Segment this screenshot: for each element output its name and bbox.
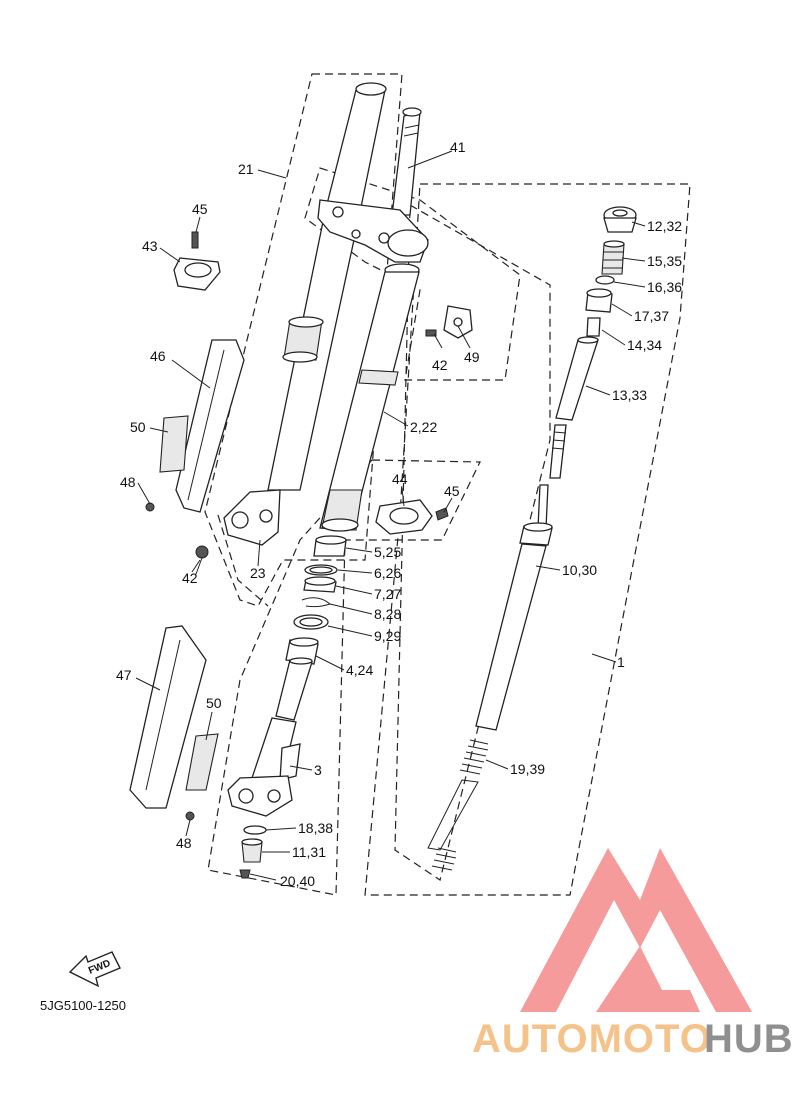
callout-42-lower: 42 xyxy=(182,570,198,586)
callout-12-32: 12,32 xyxy=(647,218,682,234)
bracket-49 xyxy=(425,305,473,339)
callout-13-33: 13,33 xyxy=(612,387,647,403)
callout-44: 44 xyxy=(392,471,408,487)
callout-50-lower: 50 xyxy=(206,695,222,711)
bolt-42 xyxy=(195,545,209,575)
callout-8-28: 8,28 xyxy=(374,606,401,622)
watermark-logo-icon xyxy=(520,848,752,1012)
cap-bolt-parts xyxy=(555,206,637,421)
outer-tube-group-boundary xyxy=(204,73,403,607)
callout-50-upper: 50 xyxy=(130,419,146,435)
callout-15-35: 15,35 xyxy=(647,253,682,269)
callout-43: 43 xyxy=(142,238,158,254)
callout-4-24: 4,24 xyxy=(346,662,373,678)
seal-stack xyxy=(285,535,347,665)
callout-17-37: 17,37 xyxy=(634,308,669,324)
forward-arrow-icon: FWD xyxy=(68,951,121,988)
callout-42-upper: 42 xyxy=(432,357,448,373)
outer-tube xyxy=(223,82,387,546)
callout-18-38: 18,38 xyxy=(298,820,333,836)
callout-19-39: 19,39 xyxy=(510,761,545,777)
callout-48-lower: 48 xyxy=(176,835,192,851)
callout-46: 46 xyxy=(150,348,166,364)
inner-tube-group-boundary xyxy=(207,459,481,896)
watermark-text-hub: HUB xyxy=(704,1017,794,1061)
callout-6-26: 6,26 xyxy=(374,565,401,581)
callout-16-36: 16,36 xyxy=(647,279,682,295)
callout-2-22: 2,22 xyxy=(410,419,437,435)
callout-48-upper: 48 xyxy=(120,474,136,490)
callout-11-31: 11,31 xyxy=(292,844,326,860)
leader-lines xyxy=(135,150,646,881)
hose-clamp-44 xyxy=(375,499,449,535)
callout-7-27: 7,27 xyxy=(374,586,401,602)
callout-21: 21 xyxy=(238,161,254,177)
callout-45-upper: 45 xyxy=(192,201,208,217)
callout-1: 1 xyxy=(617,654,625,670)
fork-guard-lower xyxy=(129,625,219,821)
callout-10-30: 10,30 xyxy=(562,562,597,578)
fork-spring xyxy=(427,739,489,871)
callout-47: 47 xyxy=(116,667,132,683)
lower-leg xyxy=(227,657,313,817)
hose-clamp-43 xyxy=(173,231,221,291)
watermark-text-automoto: AUTOMOTO xyxy=(472,1017,712,1061)
fork-guard-upper xyxy=(145,339,245,513)
callout-20-40: 20,40 xyxy=(280,873,315,889)
inner-tube xyxy=(319,263,420,532)
callout-14-34: 14,34 xyxy=(627,337,662,353)
callout-23: 23 xyxy=(250,565,266,581)
callout-45-lower: 45 xyxy=(444,483,460,499)
guard-clip-boundary xyxy=(217,514,269,607)
callout-49: 49 xyxy=(464,349,480,365)
callout-5-25: 5,25 xyxy=(374,544,401,560)
bottom-bolt-parts xyxy=(239,825,267,879)
callout-9-29: 9,29 xyxy=(374,628,401,644)
callout-3: 3 xyxy=(314,762,322,778)
damper-group-boundary xyxy=(394,203,551,881)
damper-cartridge xyxy=(475,424,567,731)
fork-stem-bracket xyxy=(317,107,429,263)
diagram-code: 5JG5100-1250 xyxy=(40,998,126,1013)
callout-41: 41 xyxy=(450,139,466,155)
